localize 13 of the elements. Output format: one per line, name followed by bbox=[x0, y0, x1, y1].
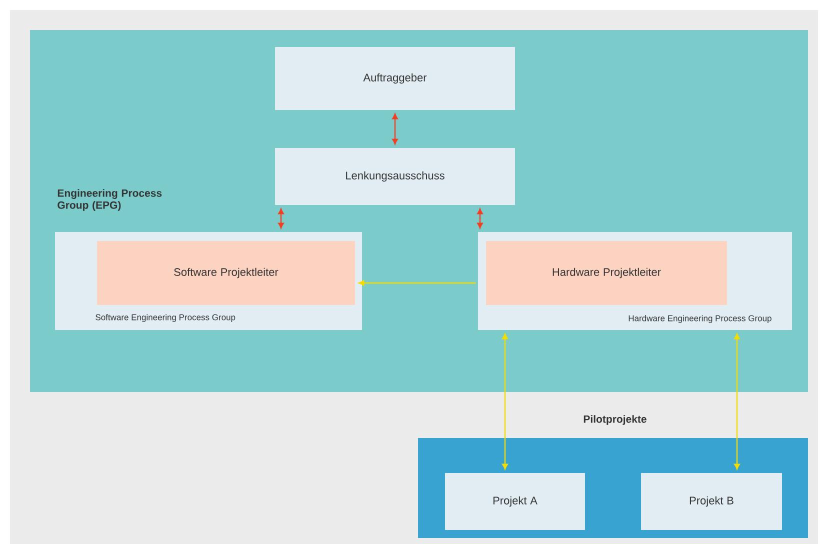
process-box: Auftraggeber bbox=[275, 47, 515, 110]
node-label: Pilotprojekte bbox=[584, 415, 646, 425]
process-box: Hardware Projektleiter bbox=[486, 241, 727, 305]
arrow bbox=[477, 208, 483, 228]
process-box: Projekt B bbox=[641, 473, 782, 530]
process-box: Lenkungsausschuss bbox=[275, 148, 515, 205]
arrow bbox=[358, 280, 476, 286]
arrow bbox=[392, 114, 398, 144]
arrow bbox=[502, 334, 508, 470]
process-box: Projekt A bbox=[445, 473, 585, 530]
arrow bbox=[278, 208, 284, 228]
process-box: Software Projektleiter bbox=[97, 241, 355, 305]
arrow bbox=[734, 334, 740, 470]
